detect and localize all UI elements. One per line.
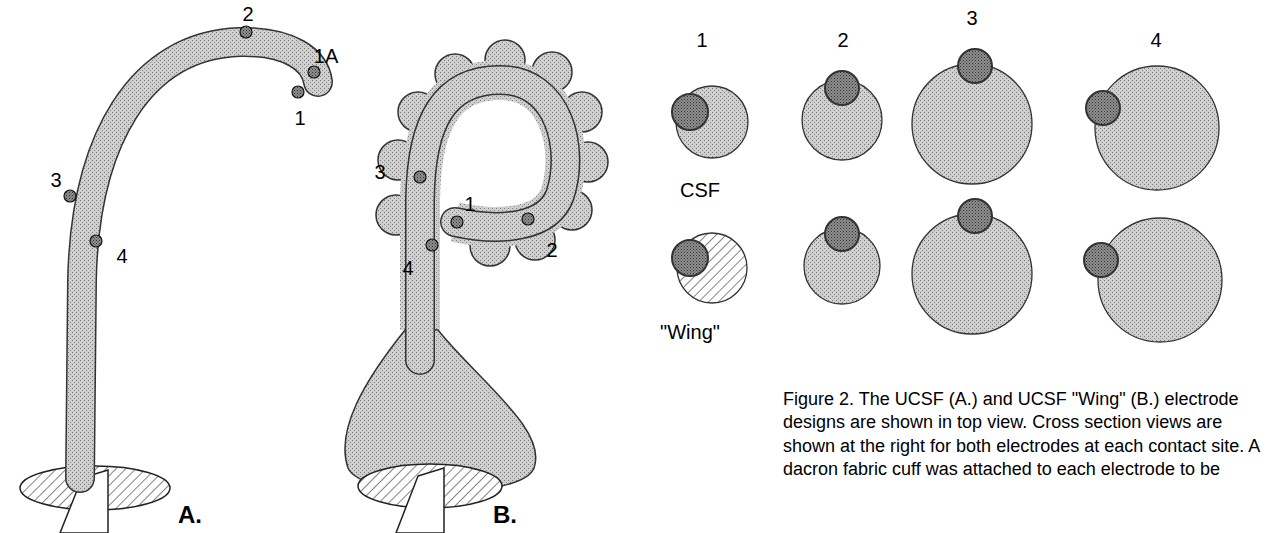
contact-number: 3 [50,170,61,190]
contact-number: 2 [546,240,557,260]
row-label: "Wing" [660,322,720,342]
contact-number: 1A [314,46,338,66]
cross-sections [672,49,1222,342]
panel-label: A. [178,503,202,527]
contact-number: 4 [402,258,413,278]
figure-caption: Figure 2. The UCSF (A.) and UCSF "Wing" … [783,388,1275,482]
section-number: 2 [837,30,848,50]
contact-number: 1 [464,194,475,214]
row-label: CSF [680,180,720,200]
electrode-b [345,40,608,533]
contact-number: 2 [242,4,253,24]
electrode-a [20,26,320,533]
contact-number: 1 [294,108,305,128]
contact-number: 4 [116,246,127,266]
section-number: 1 [696,30,707,50]
contact-number: 3 [374,162,385,182]
section-number: 4 [1150,30,1161,50]
panel-label: B. [493,503,517,527]
section-number: 3 [966,8,977,28]
